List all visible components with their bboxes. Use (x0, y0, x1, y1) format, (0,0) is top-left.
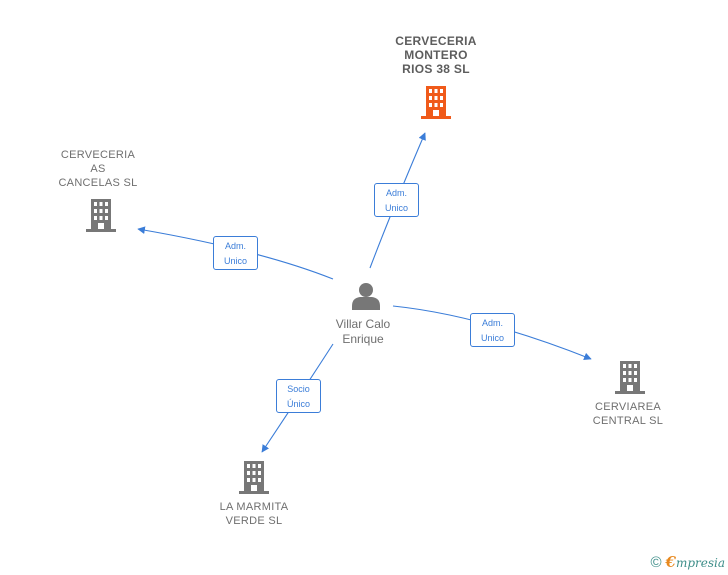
building-icon[interactable] (86, 199, 116, 232)
edge-label-montero[interactable]: Adm. Unico (374, 183, 419, 217)
person-label[interactable]: Villar Calo Enrique (335, 317, 391, 346)
edge-label-ascancelas[interactable]: Adm. Unico (213, 236, 258, 270)
building-icon[interactable] (615, 361, 645, 394)
copyright-icon: © (650, 553, 662, 571)
company-label-cerviarea[interactable]: CERVIAREA CENTRAL SL (592, 401, 664, 427)
building-icon[interactable] (421, 86, 451, 119)
edge-label-marmita[interactable]: Socio Único (276, 379, 321, 413)
building-icon[interactable] (239, 461, 269, 494)
empresia-watermark: © €mpresia (650, 553, 725, 571)
edge-label-cerviarea[interactable]: Adm. Unico (470, 313, 515, 347)
company-label-ascancelas[interactable]: CERVECERIA AS CANCELAS SL (58, 149, 138, 189)
company-label-montero[interactable]: CERVECERIA MONTERO RIOS 38 SL (395, 34, 477, 76)
company-label-marmita[interactable]: LA MARMITA VERDE SL (219, 501, 289, 527)
person-icon[interactable] (352, 283, 380, 310)
empresia-logo: €mpresia (665, 553, 726, 571)
